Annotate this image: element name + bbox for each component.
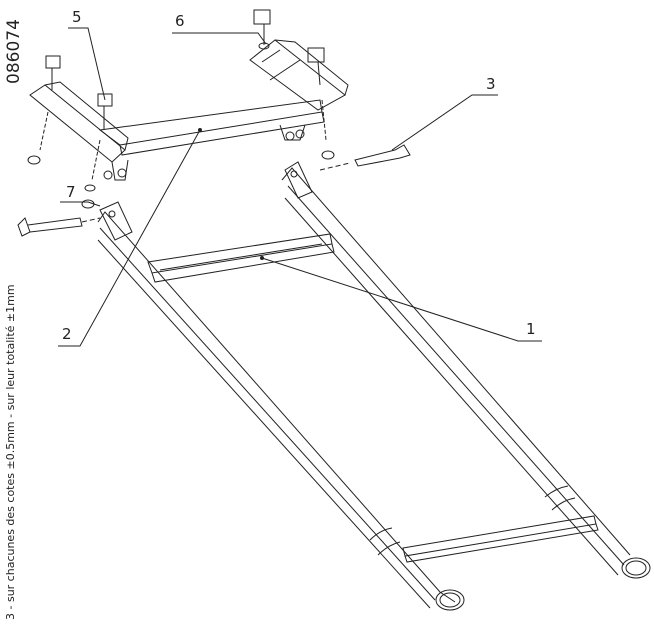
left-tube	[97, 201, 465, 611]
callout-3: 3	[486, 75, 496, 93]
mounting-bracket	[29, 39, 349, 181]
bottom-crossbar	[402, 515, 599, 563]
top-crossbar	[147, 233, 335, 283]
callout-1: 1	[526, 320, 536, 338]
right-tube	[281, 161, 651, 579]
callout-2: 2	[62, 325, 72, 343]
callout-5: 5	[72, 8, 82, 26]
callout-7: 7	[66, 183, 76, 201]
callout-6: 6	[175, 12, 185, 30]
leader-lines	[58, 27, 542, 347]
